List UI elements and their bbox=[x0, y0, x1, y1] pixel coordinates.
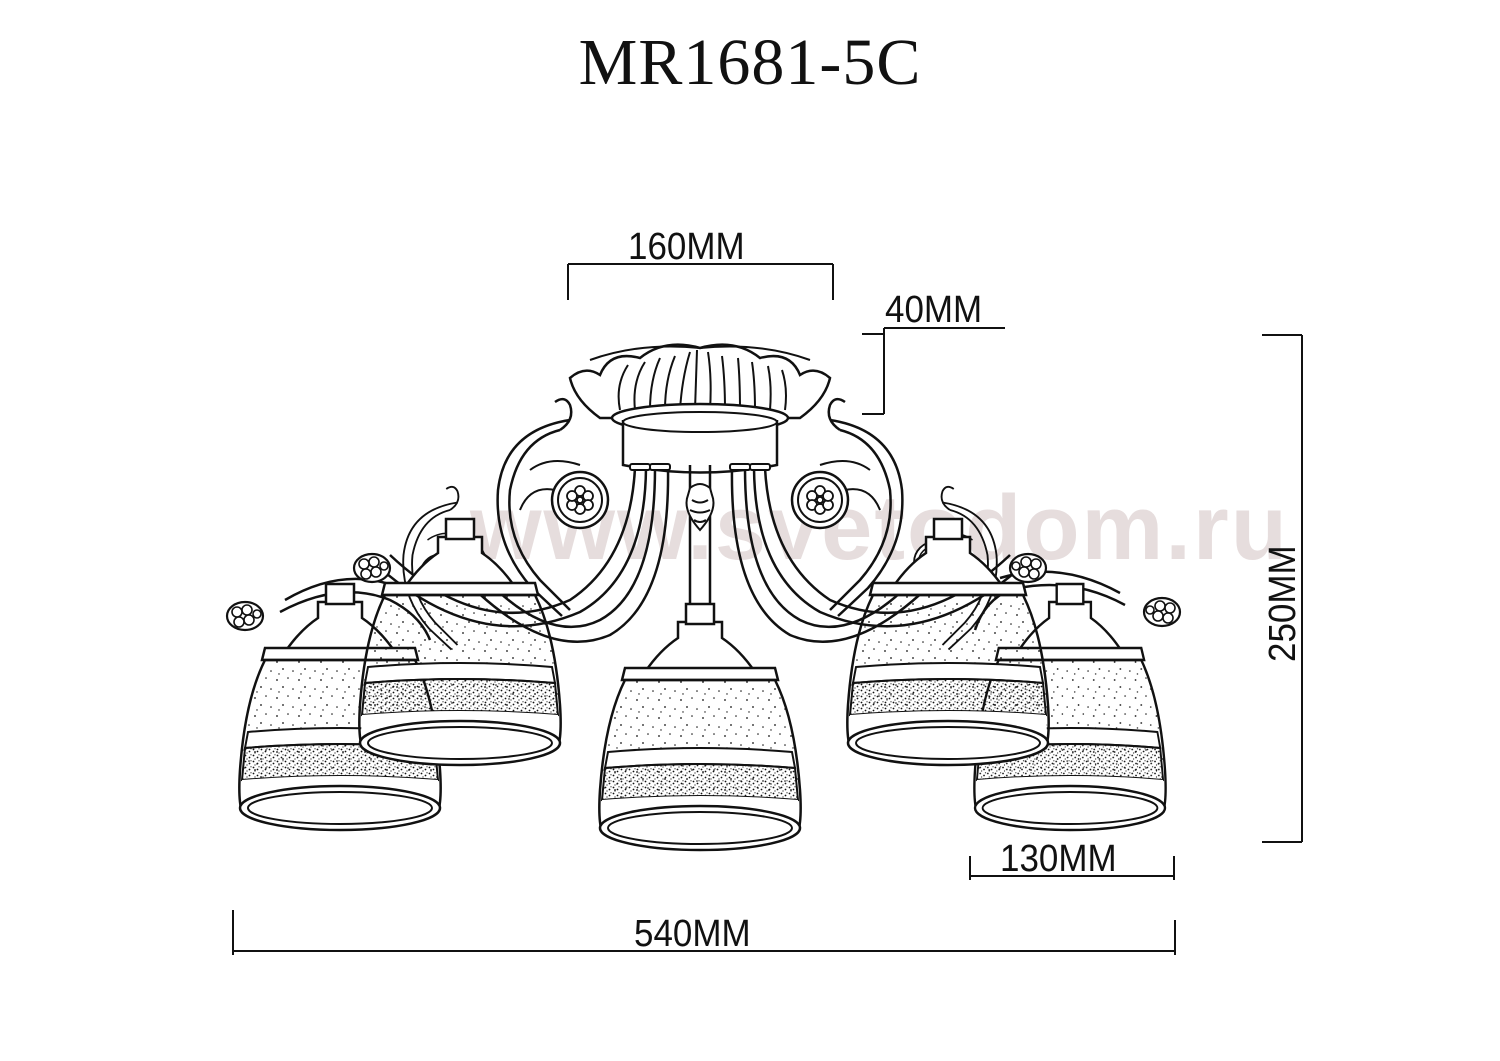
center-pinecone bbox=[685, 483, 715, 532]
shade-center bbox=[598, 602, 802, 852]
finial-right-inner bbox=[1008, 552, 1048, 584]
finial-left-outer bbox=[225, 600, 265, 632]
dim-label-shade-diameter: 130MM bbox=[1000, 838, 1117, 880]
dim-label-total-height: 250MM bbox=[1262, 545, 1304, 662]
dim-label-total-width: 540MM bbox=[634, 913, 751, 955]
finial-right-outer bbox=[1142, 596, 1182, 628]
dim-label-canopy-width: 160MM bbox=[628, 226, 745, 268]
finial-left-inner bbox=[352, 552, 392, 584]
dimension-lines bbox=[232, 263, 1303, 955]
canopy bbox=[568, 343, 832, 474]
model-title: MR1681-5C bbox=[578, 26, 922, 99]
dim-label-canopy-height: 40MM bbox=[885, 289, 983, 331]
